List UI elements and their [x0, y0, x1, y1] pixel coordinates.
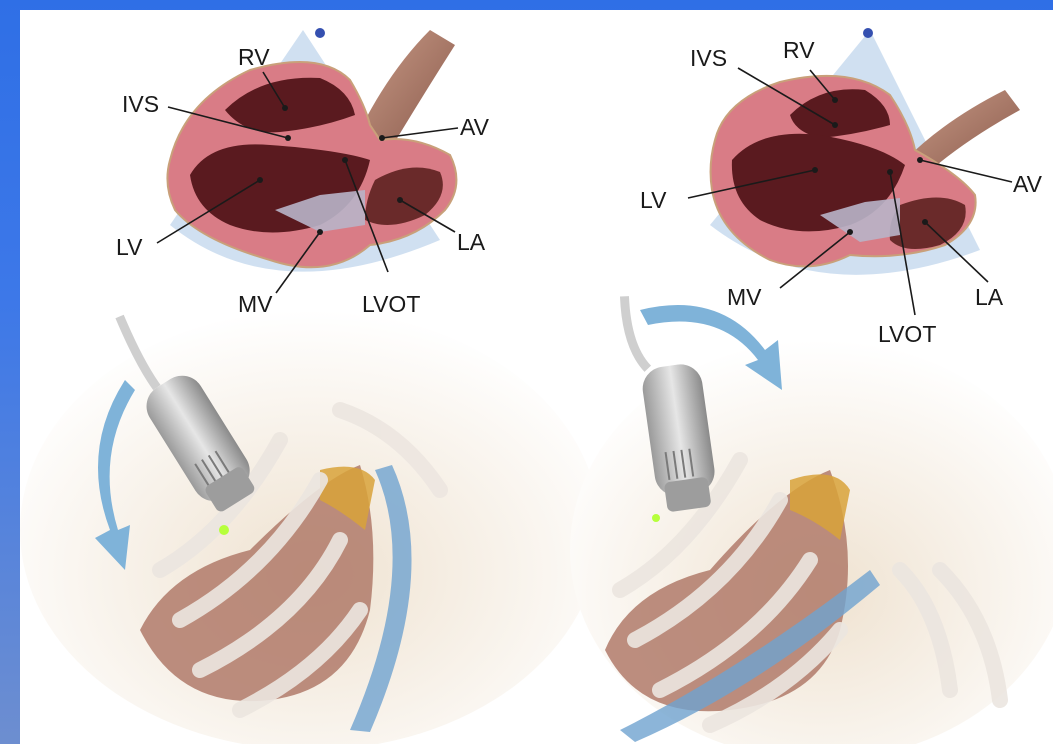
label-lv-right: LV — [640, 187, 667, 213]
right-probe-indicator-light — [652, 514, 660, 522]
label-lvot-right: LVOT — [878, 321, 936, 347]
right-torso-illustration — [570, 287, 1053, 744]
right-panel: IVS RV AV LV LA MV LVOT — [570, 28, 1053, 744]
label-rv: RV — [238, 44, 270, 70]
orientation-marker-dot-right — [863, 28, 873, 38]
label-mv-right: MV — [727, 284, 762, 310]
left-torso-illustration — [20, 300, 600, 744]
label-rv-right: RV — [783, 37, 815, 63]
label-lvot: LVOT — [362, 291, 420, 317]
label-av: AV — [460, 114, 490, 140]
label-av-right: AV — [1013, 171, 1043, 197]
echo-views-diagram: RV IVS AV LV LA MV LVOT — [20, 10, 1053, 744]
label-la-right: LA — [975, 284, 1004, 310]
label-la: LA — [457, 229, 486, 255]
label-lv: LV — [116, 234, 143, 260]
label-ivs: IVS — [122, 91, 159, 117]
orientation-marker-dot — [315, 28, 325, 38]
left-probe-indicator-light — [219, 525, 229, 535]
left-panel: RV IVS AV LV LA MV LVOT — [20, 28, 600, 744]
label-ivs-right: IVS — [690, 45, 727, 71]
figure-stage: RV IVS AV LV LA MV LVOT — [20, 10, 1053, 744]
